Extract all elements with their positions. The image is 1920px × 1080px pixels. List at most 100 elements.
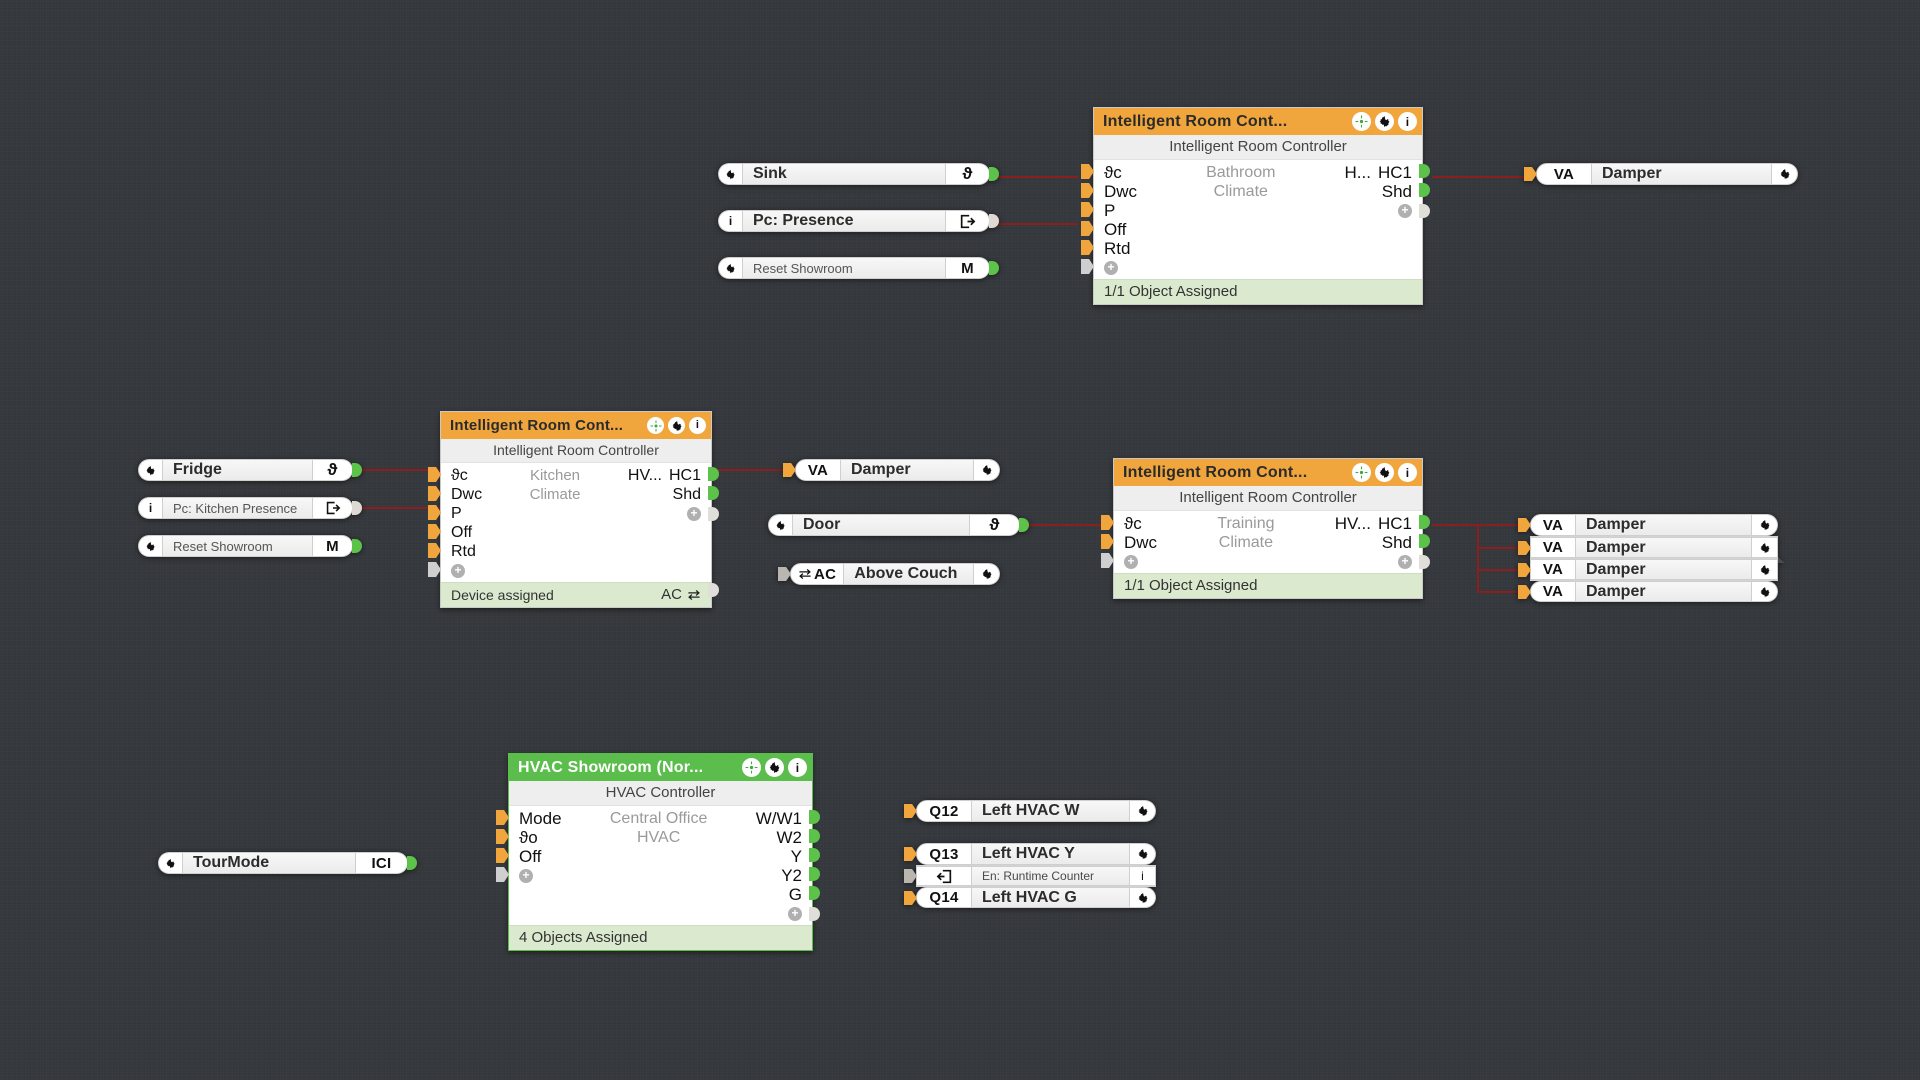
output-port[interactable]: [809, 810, 822, 825]
info-icon[interactable]: i: [1130, 866, 1156, 886]
output-port[interactable]: [989, 261, 999, 275]
output-pin[interactable]: HC1: [1377, 163, 1412, 182]
output-port-add[interactable]: [1419, 555, 1432, 570]
input-port[interactable]: [1518, 585, 1531, 599]
node-header[interactable]: Intelligent Room Cont... i: [1114, 459, 1422, 486]
io-block-pc-presence[interactable]: i Pc: Presence: [718, 210, 999, 232]
block-row[interactable]: Door ϑ: [768, 514, 1029, 536]
output-pin[interactable]: W/W1: [755, 809, 802, 828]
output-port[interactable]: [352, 463, 362, 477]
move-icon[interactable]: [647, 417, 664, 434]
node-header[interactable]: Intelligent Room Cont... i: [1094, 108, 1422, 135]
input-pin[interactable]: Off: [519, 847, 542, 866]
output-port[interactable]: [809, 848, 822, 863]
input-pin[interactable]: ϑc: [1104, 163, 1122, 182]
gear-icon[interactable]: [974, 563, 1000, 585]
move-icon[interactable]: [742, 758, 761, 777]
output-port[interactable]: [1419, 534, 1432, 549]
output-port[interactable]: [989, 167, 999, 181]
input-port-add[interactable]: [1081, 259, 1094, 274]
io-block-group-q13-q14[interactable]: Q13 Left HVAC Y En: Runtime Counter i Q1…: [904, 843, 1156, 908]
io-block-pc-kitchen-presence[interactable]: i Pc: Kitchen Presence: [138, 497, 362, 519]
input-port[interactable]: [1101, 515, 1114, 530]
input-pin[interactable]: Off: [1104, 220, 1127, 239]
input-pin[interactable]: Rtd: [451, 543, 476, 560]
output-pin[interactable]: HC1: [668, 467, 701, 484]
gear-icon[interactable]: [974, 459, 1000, 481]
move-icon[interactable]: [1352, 463, 1371, 482]
info-icon[interactable]: i: [689, 417, 706, 434]
input-port[interactable]: [428, 543, 441, 558]
move-icon[interactable]: [1352, 112, 1371, 131]
output-port[interactable]: [708, 486, 721, 501]
output-port[interactable]: [1419, 183, 1432, 198]
input-port[interactable]: [1081, 183, 1094, 198]
info-icon[interactable]: i: [718, 210, 742, 232]
input-pin[interactable]: P: [451, 505, 462, 522]
io-block-door[interactable]: Door ϑ: [768, 514, 1029, 536]
output-pin[interactable]: Shd: [672, 486, 701, 503]
io-block-reset-showroom-mid[interactable]: Reset Showroom M: [138, 535, 362, 557]
node-kitchen-room-controller[interactable]: Intelligent Room Cont... i Intelligent R…: [428, 411, 719, 608]
output-pin[interactable]: Y2: [781, 866, 802, 885]
gear-icon[interactable]: [1130, 800, 1156, 822]
gear-icon[interactable]: [138, 459, 162, 481]
output-pin[interactable]: G: [788, 885, 802, 904]
block-row[interactable]: VA Damper: [1518, 514, 1778, 536]
output-port[interactable]: [352, 539, 362, 553]
block-row[interactable]: VA Damper: [1518, 536, 1785, 563]
output-port[interactable]: [989, 214, 999, 228]
input-pin[interactable]: ϑo: [519, 828, 538, 847]
info-icon[interactable]: i: [1398, 112, 1417, 131]
block-row[interactable]: i Pc: Presence: [718, 210, 999, 232]
io-block-tourmode[interactable]: TourMode ICI: [158, 852, 417, 874]
input-pin[interactable]: Dwc: [1124, 533, 1158, 552]
node-header[interactable]: HVAC Showroom (Nor... i: [509, 754, 812, 781]
input-port[interactable]: [1518, 518, 1531, 532]
output-port[interactable]: [708, 467, 721, 482]
plus-icon[interactable]: +: [451, 564, 465, 578]
plus-icon[interactable]: +: [788, 907, 802, 921]
gear-icon[interactable]: [1130, 843, 1156, 865]
output-port[interactable]: [407, 856, 417, 870]
input-port[interactable]: [496, 829, 509, 844]
io-block-group-dampers-training[interactable]: VA Damper VA Damper VA Damper VA: [1518, 514, 1785, 602]
output-pin[interactable]: W2: [776, 828, 803, 847]
output-port[interactable]: [352, 501, 362, 515]
plus-icon[interactable]: +: [687, 507, 701, 521]
io-block-q12-left-hvac-w[interactable]: Q12 Left HVAC W: [904, 800, 1156, 822]
block-row[interactable]: Q13 Left HVAC Y: [904, 843, 1156, 865]
gear-icon[interactable]: [158, 852, 182, 874]
block-row[interactable]: AC Above Couch: [778, 563, 1000, 585]
input-port[interactable]: [1081, 202, 1094, 217]
block-row[interactable]: VA Damper: [1518, 558, 1778, 580]
block-row[interactable]: VA Damper: [1518, 580, 1778, 602]
input-port[interactable]: [1081, 221, 1094, 236]
io-block-fridge[interactable]: Fridge ϑ: [138, 459, 362, 481]
plus-icon[interactable]: +: [1104, 261, 1118, 275]
plus-icon[interactable]: +: [519, 869, 533, 883]
input-port[interactable]: [1081, 164, 1094, 179]
input-port[interactable]: [428, 486, 441, 501]
input-port[interactable]: [428, 524, 441, 539]
input-port[interactable]: [496, 848, 509, 863]
expand-triangle-icon[interactable]: [1778, 557, 1785, 563]
input-port-add[interactable]: [496, 867, 509, 882]
input-pin[interactable]: Off: [451, 524, 473, 541]
output-pin[interactable]: Y: [790, 847, 802, 866]
input-port[interactable]: [783, 463, 796, 477]
block-row[interactable]: Q14 Left HVAC G: [904, 886, 1156, 908]
input-port[interactable]: [1518, 541, 1531, 555]
block-row[interactable]: i Pc: Kitchen Presence: [138, 497, 362, 519]
block-row[interactable]: TourMode ICI: [158, 852, 417, 874]
input-port[interactable]: [428, 505, 441, 520]
block-row[interactable]: Fridge ϑ: [138, 459, 362, 481]
output-port-add[interactable]: [809, 907, 822, 922]
input-port[interactable]: [1101, 534, 1114, 549]
input-port[interactable]: [1081, 240, 1094, 255]
input-port[interactable]: [778, 567, 791, 581]
input-pin[interactable]: Dwc: [1104, 182, 1138, 201]
gear-icon[interactable]: [765, 758, 784, 777]
plus-icon[interactable]: +: [1398, 555, 1412, 569]
gear-icon[interactable]: [768, 514, 792, 536]
